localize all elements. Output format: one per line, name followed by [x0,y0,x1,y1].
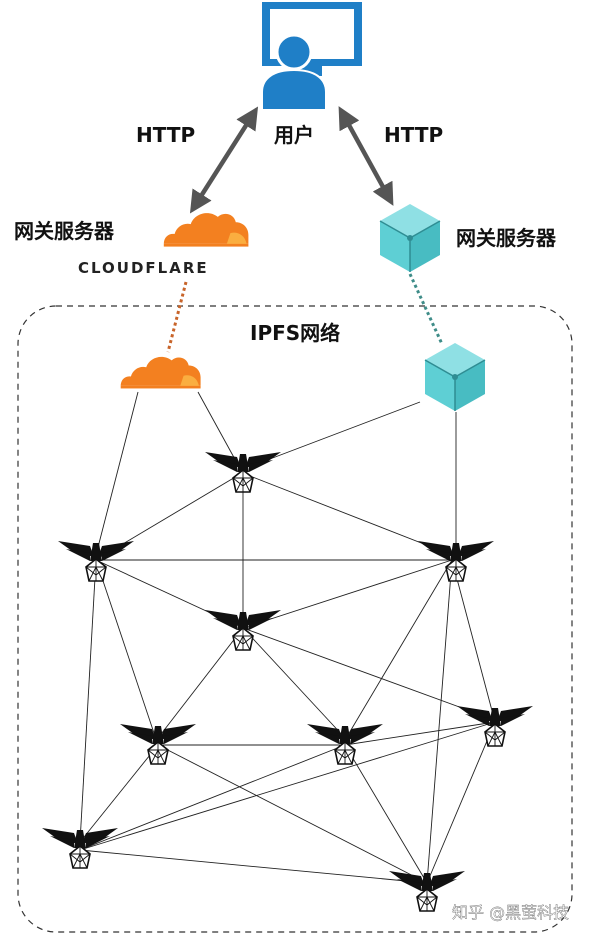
gateway-dotted-link [408,273,444,345]
ipfs-node-icon [119,723,197,765]
network-edges [79,391,496,884]
cloudflare-cloud-icon [163,213,249,247]
http-arrow-right [338,106,394,206]
ipfs-node-icon [306,723,384,765]
gateway-label-left: 网关服务器 [14,219,115,243]
http-label-left: HTTP [136,123,195,147]
ipfs-node-icon [417,540,495,582]
watermark: 知乎 @黑萤科技 [452,903,569,922]
user-at-monitor-icon [261,2,362,111]
user-label: 用户 [274,123,314,147]
ipfs-node-icon [57,540,135,582]
ipfs-node-icon [204,609,282,651]
gateway-cube-icon-network [424,342,486,412]
ipfs-node-icon [41,827,119,869]
cloudflare-dotted-link [166,281,188,353]
ipfs-node-icon [204,451,282,493]
cloudflare-node-icon [120,356,201,389]
gateway-cube-icon-top [379,203,441,273]
http-arrow-left [189,106,259,214]
ipfs-network-boundary [17,305,573,933]
http-label-right: HTTP [384,123,443,147]
network-title: IPFS网络 [250,321,340,345]
gateway-label-right: 网关服务器 [456,226,557,250]
cloudflare-wordmark: CLOUDFLARE [78,259,209,277]
